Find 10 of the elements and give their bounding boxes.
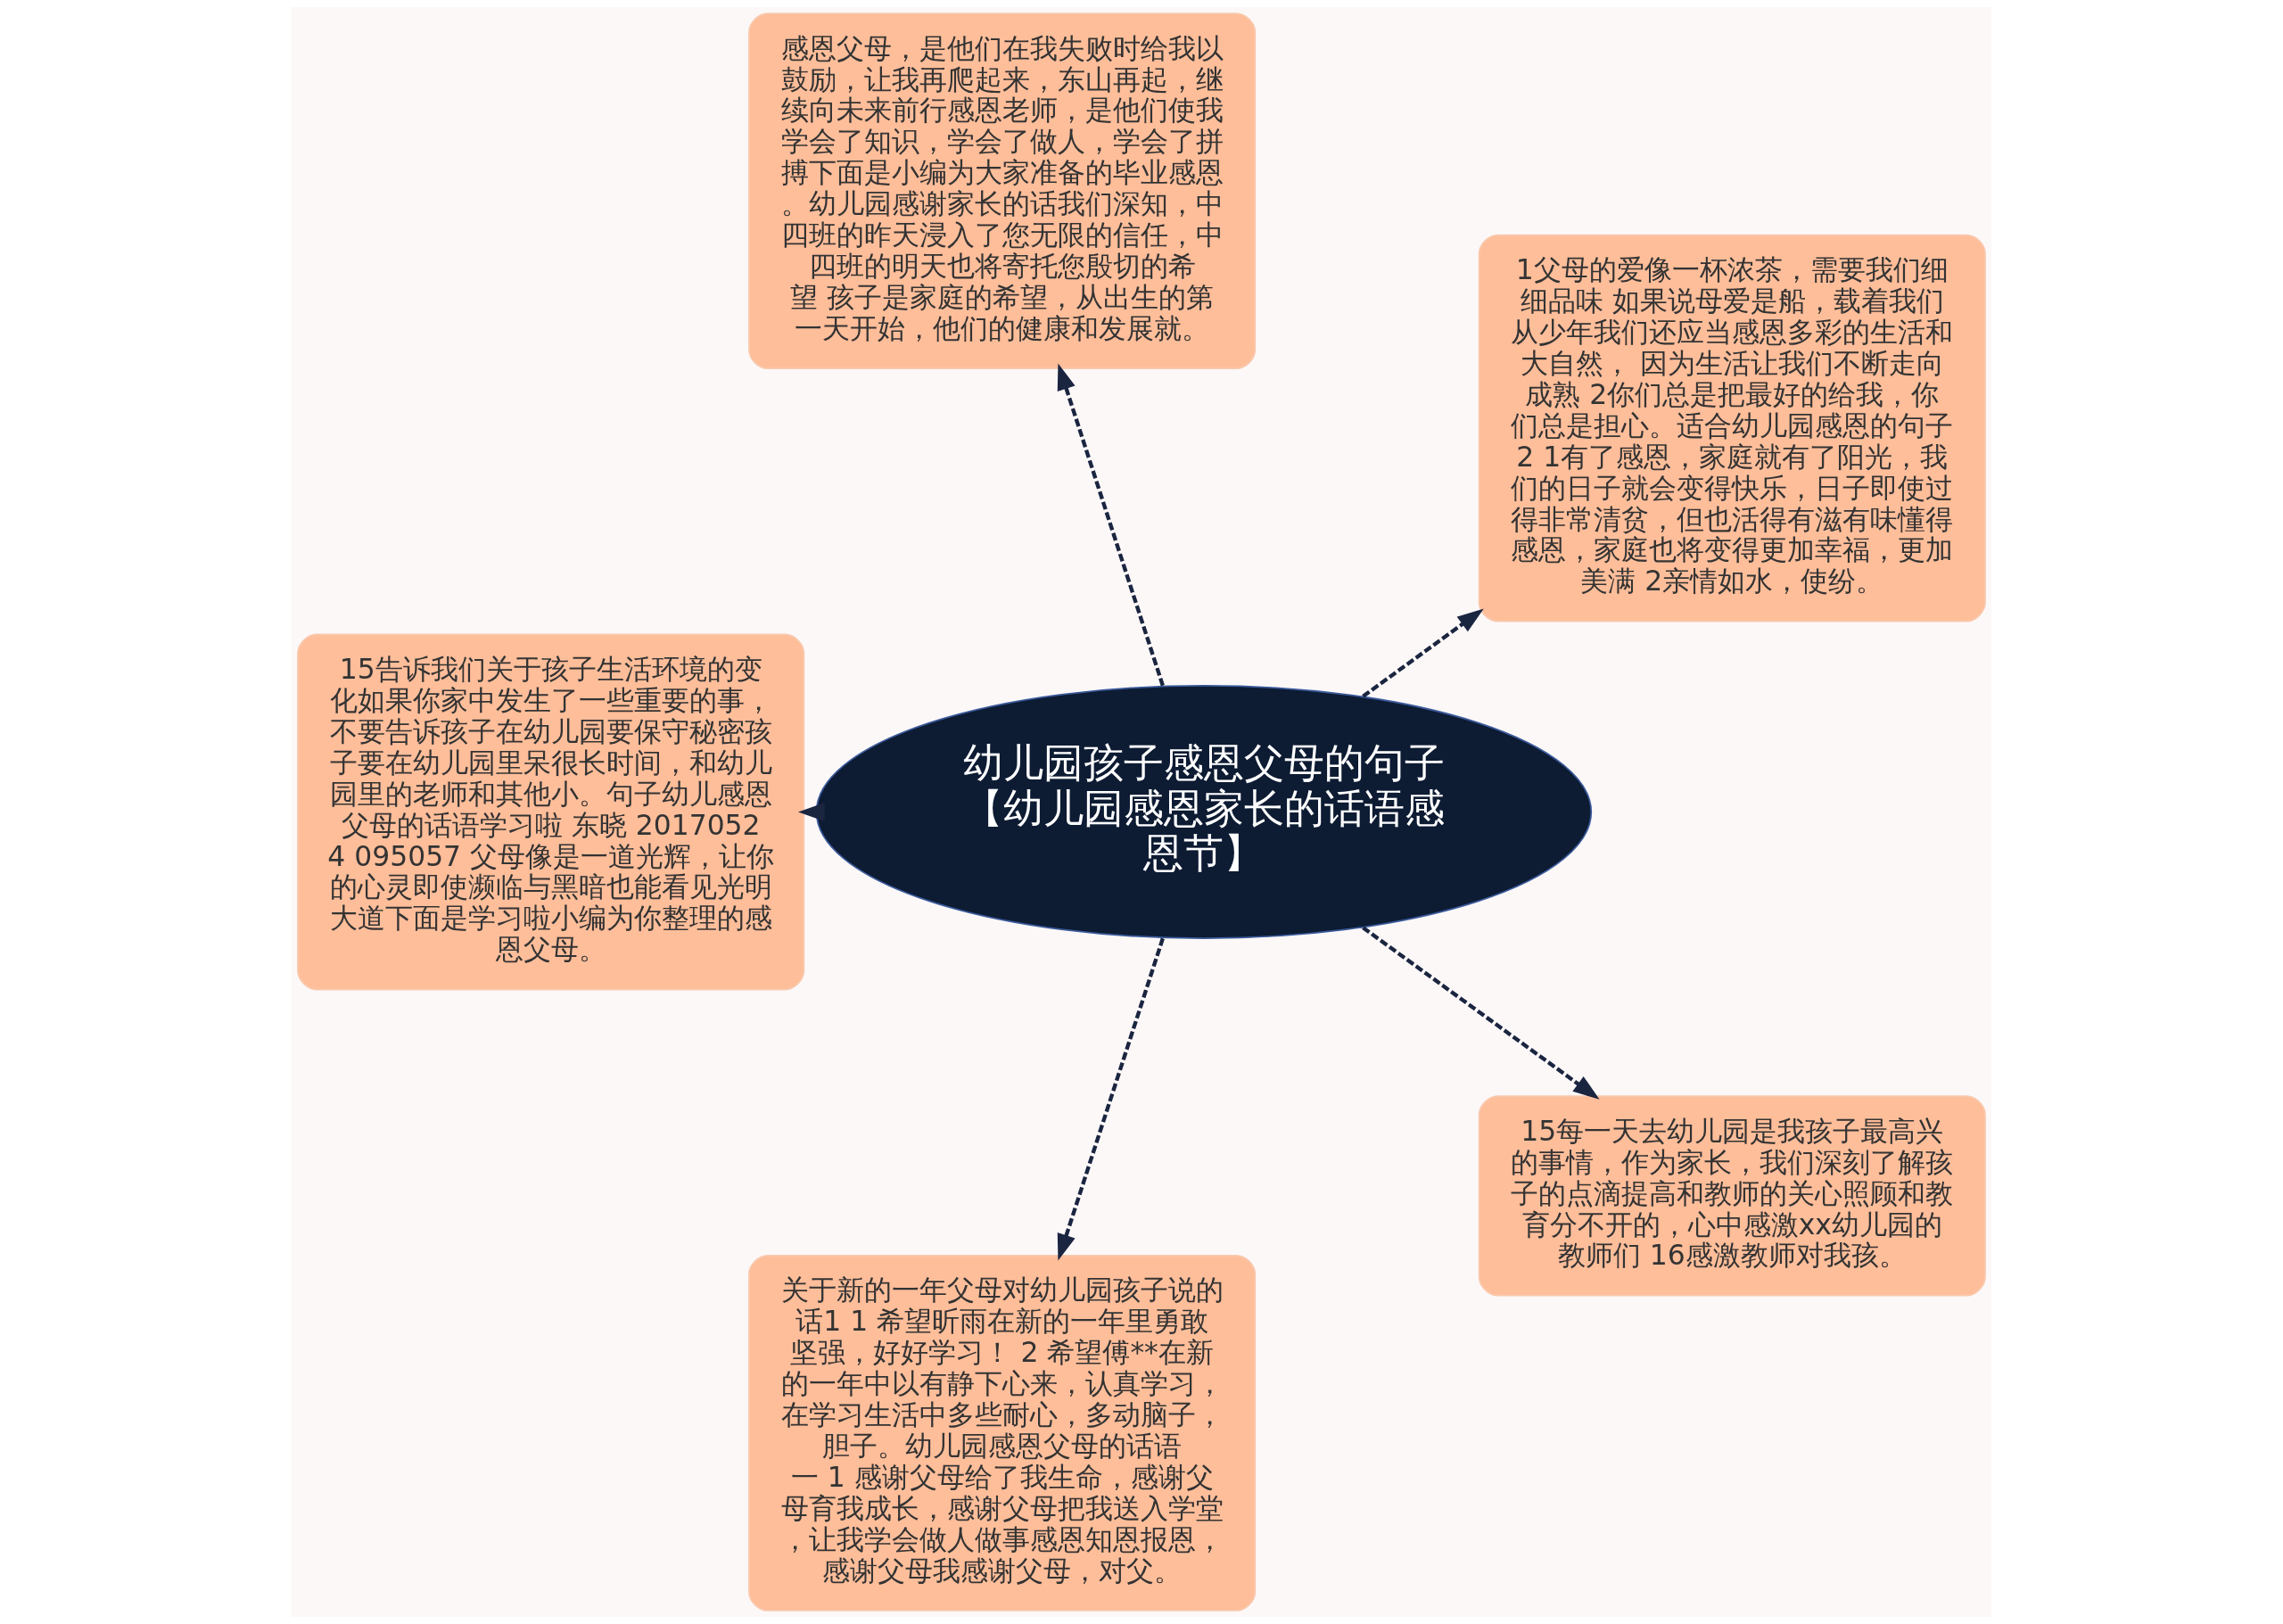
arrow <box>1362 926 1600 1100</box>
node-box: 15每一天去幼儿园是我孩子最高兴的事情，作为家长，我们深刻了解孩子的点滴提高和教师的关心照顾和教育分不开的，心中感激xx幼儿园的教师们 16感激教师对我孩。 <box>1478 1095 1986 1297</box>
node-box: 1父母的爱像一杯浓茶，需要我们细细品味 如果说母爱是船，载着我们从少年我们还应当感恩多彩的生活和大自然， 因为生活让我们不断走向成熟 2你们总是把最好的给我，你们总是担心。适合幼儿园感恩的句子2 1有了感恩，家庭就有了阳光，我们的日子就会变得快乐，日子即使过得非常清贫，但也活得有滋有味懂得感恩，家庭也将变得更加幸福，更加美满 2亲情如水，使纷。 <box>1478 234 1986 622</box>
node-box: 关于新的一年父母对幼儿园孩子说的话1 1 希望昕雨在新的一年里勇敢坚强，好好学习！ 2 希望傅**在新的一年中以有静下心来，认真学习，在学习生活中多些耐心，多动脑子，胆子。幼儿园感恩父母的话语一 1 感谢父母给了我生命，感谢父母育我成长，感谢父母把我送入学堂，让我学会做人做事感恩知恩报恩，感谢父母我感谢父母，对父。 <box>748 1255 1257 1612</box>
arrow <box>1057 937 1165 1261</box>
arrow <box>1057 363 1165 687</box>
node-box: 感恩父母，是他们在我失败时给我以鼓励，让我再爬起来，东山再起，继续向未来前行感恩老师，是他们使我学会了知识，学会了做人，学会了拼搏下面是小编为大家准备的毕业感恩。幼儿园感谢家长的话我们深知，中四班的昨天浸入了您无限的信任，中四班的明天也将寄托您殷切的希望 孩子是家庭的希望，从出生的第一天开始，他们的健康和发展就。 <box>748 12 1257 369</box>
node-box: 15告诉我们关于孩子生活环境的变化如果你家中发生了一些重要的事，不要告诉孩子在幼儿园要保守秘密孩子要在幼儿园里呆很长时间，和幼儿园里的老师和其他小。句子幼儿感恩父母的话语学习啦 东晓 20170524 095057 父母像是一道光辉，让你的心灵即使濒临与黑暗也能看见光明大道下面是学习啦小编为你整理的感恩父母。 <box>297 633 805 991</box>
arrow <box>1362 608 1484 698</box>
arrow <box>798 803 825 821</box>
